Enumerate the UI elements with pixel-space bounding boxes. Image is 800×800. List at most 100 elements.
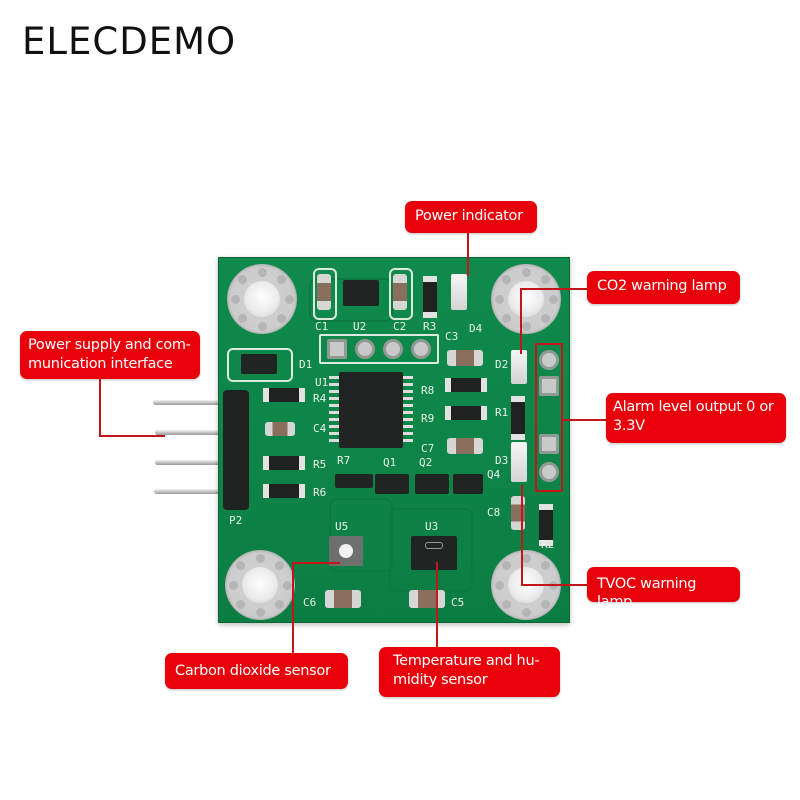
mounting-hole-via [255,607,265,617]
mounting-hole-via [238,313,248,323]
label-c1: C1 [315,320,329,333]
label-u1: U1 [315,376,329,389]
label-r7: R7 [337,454,351,467]
mounting-hole-via [257,267,267,277]
mounting-hole-via [502,275,512,285]
mounting-hole-via [540,599,550,609]
capacitor-c4 [265,422,295,436]
ic-u2 [343,280,379,306]
capacitor-c3 [447,350,483,366]
led-d3-tvoc [511,442,527,482]
ic-pin [329,439,339,442]
through-hole [411,339,431,359]
led-d2-co2 [511,350,527,384]
mounting-hole-via [494,294,504,304]
mounting-hole-via [521,321,531,331]
ic-u1-microcontroller [329,372,413,448]
mounting-hole-via [274,599,284,609]
leader-power-supply-horizontal [99,435,165,437]
header-pin-4 [154,489,238,494]
mounting-hole-bottom-left [225,550,295,620]
leader-power-indicator [467,232,469,276]
brand-logo: ELECDEMO [22,20,237,63]
alarm-pin-2 [539,376,559,396]
pcb-board: C1 U2 C2 R3 D4 C3 D1 U1 R4 C4 R5 R6 P2 R… [218,257,570,623]
alarm-bracket-top [535,343,562,345]
ic-pin [403,376,413,379]
co2-sensor-u5 [329,536,363,566]
mounting-hole-via [502,313,512,323]
callout-alarm-level-output: Alarm level output 0 or 3.3V [606,393,786,443]
mounting-hole-via [236,599,246,609]
label-p2: P2 [229,514,243,527]
mounting-hole-via [540,275,550,285]
ic-pin [403,397,413,400]
label-r1: R1 [495,406,509,419]
label-r8: R8 [421,384,435,397]
label-u5: U5 [335,520,349,533]
resistor-r4 [263,388,305,402]
callout-carbon-dioxide-sensor: Carbon dioxide sensor [165,653,348,689]
mounting-hole-via [502,561,512,571]
callout-temperature-humidity-sensor: Temperature and hu- midity sensor [379,647,560,697]
ic-pin [329,383,339,386]
label-c4: C4 [313,422,327,435]
label-d2: D2 [495,358,509,371]
mounting-hole-via [276,275,286,285]
mounting-hole-via [282,580,292,590]
leader-tvoc-lamp-horizontal [521,584,588,586]
sensor-port-icon [339,544,353,558]
pcb-trace [329,498,393,572]
mounting-hole-via [255,553,265,563]
label-r9: R9 [421,412,435,425]
mounting-hole-via [274,561,284,571]
ic-pin [403,390,413,393]
label-r3: R3 [423,320,437,333]
label-c2: C2 [393,320,407,333]
alarm-bracket-left [535,343,537,491]
mounting-hole-via [276,313,286,323]
mounting-hole-via [502,599,512,609]
leader-co2-sensor-vertical [292,562,294,654]
leader-alarm-output [562,419,608,421]
d1-outline [227,348,293,382]
callout-power-supply-interface: Power supply and com- munication interfa… [20,331,200,379]
ic-pin [403,411,413,414]
label-u2: U2 [353,320,367,333]
label-c5: C5 [451,596,465,609]
alarm-pin-3 [539,434,559,454]
label-c7: C7 [421,442,435,455]
ic-pin [329,418,339,421]
ic-pin [329,397,339,400]
mounting-hole-via [236,561,246,571]
mounting-hole-top-right [491,264,561,334]
ic-pin [403,404,413,407]
label-r5: R5 [313,458,327,471]
led-d4-power [451,274,467,310]
transistor-q2 [415,474,449,494]
ic-pin [403,425,413,428]
label-q2: Q2 [419,456,433,469]
alarm-pin-4 [539,462,559,482]
leader-temp-humidity [436,562,438,648]
resistor-r1 [511,396,525,440]
diode-d1 [241,354,277,374]
label-c8: C8 [487,506,501,519]
ic-pin [403,439,413,442]
ic-pin [329,432,339,435]
transistor-q1 [375,474,409,494]
pcb-trace [309,278,393,322]
mounting-hole-via [228,580,238,590]
callout-co2-warning-lamp: CO2 warning lamp [587,271,740,304]
ic-pin [329,404,339,407]
c1-outline [313,268,337,320]
ic-pin [329,390,339,393]
alarm-bracket-right [561,343,563,491]
ic-pin [403,418,413,421]
resistor-r5 [263,456,305,470]
label-r2: R2 [541,538,555,551]
connector-p2 [223,390,249,510]
leader-power-supply [99,378,101,436]
programming-header-outline [319,334,439,364]
label-d1: D1 [299,358,313,371]
